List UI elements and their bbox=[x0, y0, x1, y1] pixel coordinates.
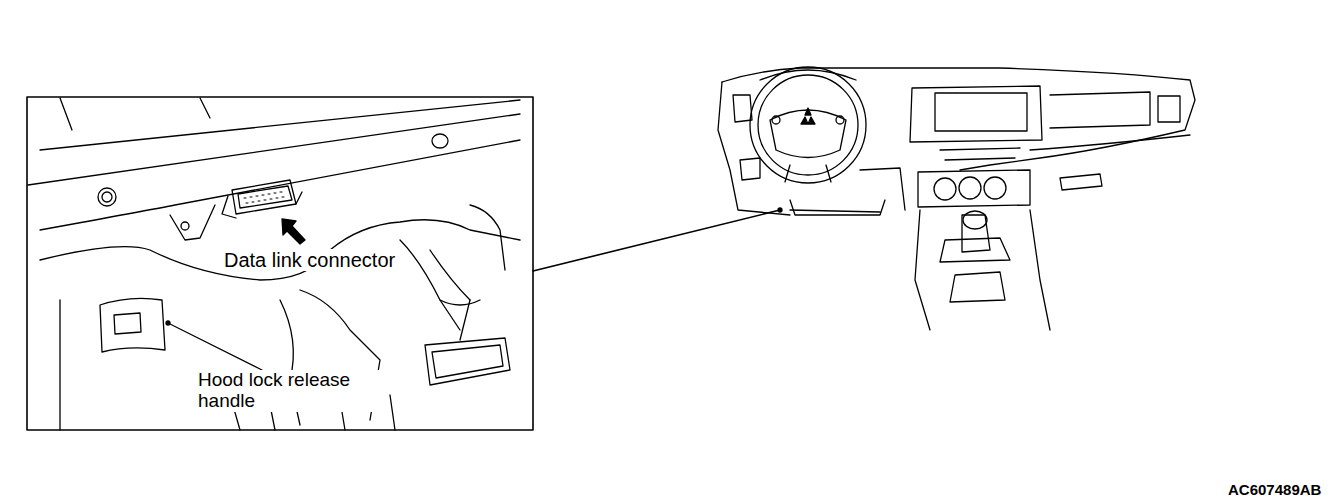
inset-frame bbox=[27, 97, 533, 430]
figure-code: AC607489AB bbox=[1226, 482, 1323, 499]
inset-drawing bbox=[28, 98, 520, 430]
part-label: Hood lock release handle bbox=[196, 370, 380, 412]
dashboard-drawing bbox=[718, 67, 1195, 330]
part-label: Data link connector bbox=[222, 249, 397, 271]
zoom-leader bbox=[533, 210, 780, 271]
